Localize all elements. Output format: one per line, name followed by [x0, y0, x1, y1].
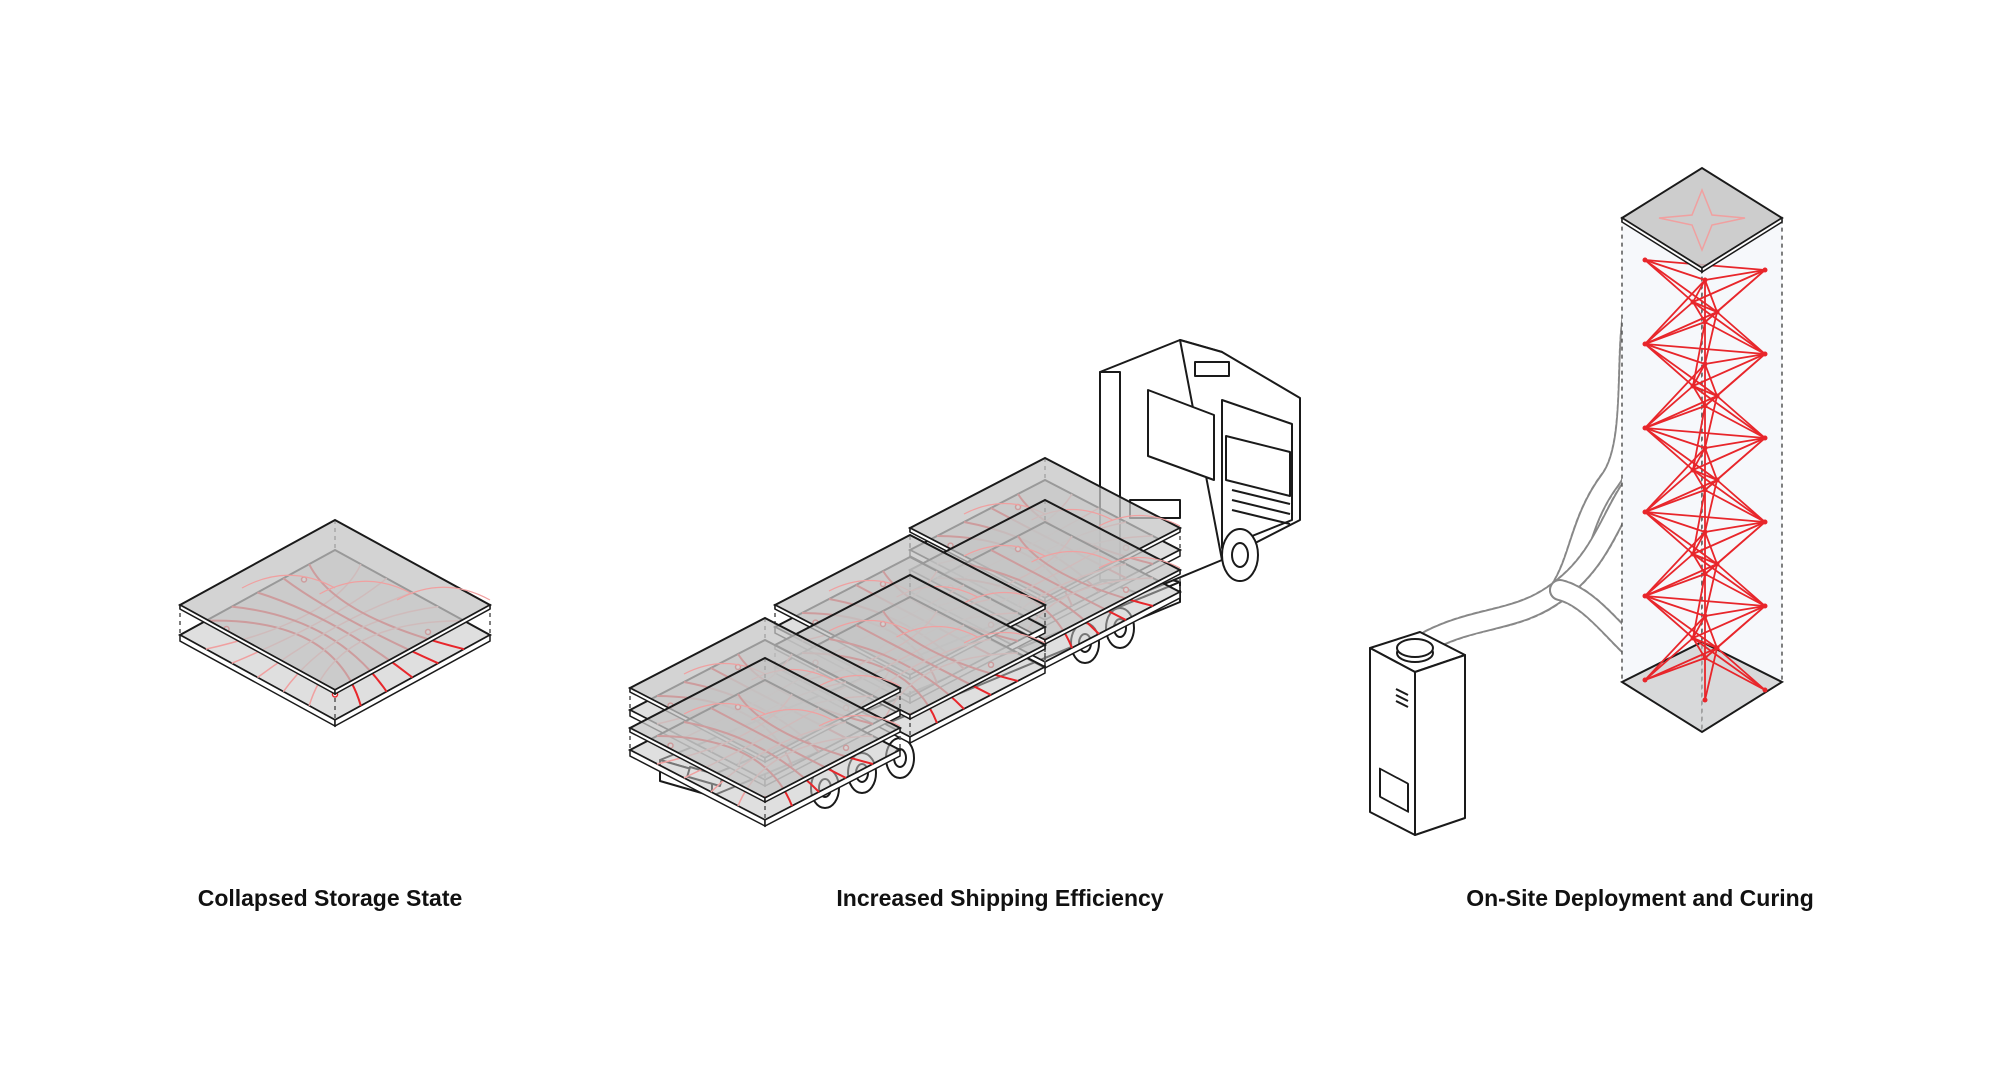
truck-shipping-illustration	[627, 339, 1301, 828]
storage-module-icon	[177, 518, 493, 728]
stacked-modules	[627, 456, 1183, 828]
deployment-illustration	[1369, 166, 1785, 836]
caption-collapsed-storage: Collapsed Storage State	[197, 885, 463, 911]
shipping-module-2	[907, 498, 1183, 670]
collapsed-module-illustration	[177, 518, 493, 728]
tower-module-icon	[1619, 166, 1785, 734]
truck-wheels	[1221, 528, 1259, 582]
caption-shipping-efficiency: Increased Shipping Efficiency	[836, 885, 1164, 911]
caption-onsite-deployment: On-Site Deployment and Curing	[1466, 885, 1814, 911]
shipping-module-6	[627, 656, 903, 828]
generator-icon	[1369, 631, 1466, 836]
